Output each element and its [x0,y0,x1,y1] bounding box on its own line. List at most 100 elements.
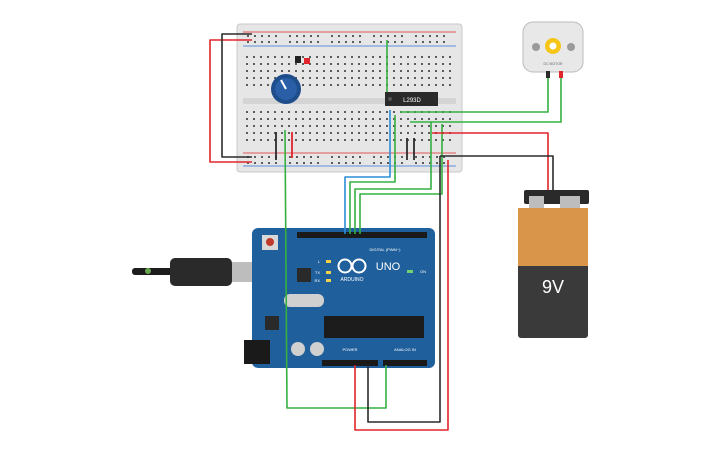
breadboard-hole[interactable] [442,118,444,120]
breadboard-hole[interactable] [372,139,374,141]
breadboard-hole[interactable] [386,111,388,113]
breadboard-hole[interactable] [331,35,333,37]
breadboard-hole[interactable] [372,125,374,127]
breadboard-hole[interactable] [365,139,367,141]
breadboard-hole[interactable] [351,84,353,86]
breadboard-hole[interactable] [365,63,367,65]
breadboard-hole[interactable] [302,56,304,58]
breadboard-hole[interactable] [443,35,445,37]
breadboard-hole[interactable] [344,77,346,79]
breadboard-hole[interactable] [421,125,423,127]
breadboard-hole[interactable] [379,118,381,120]
breadboard-hole[interactable] [393,132,395,134]
breadboard-hole[interactable] [330,70,332,72]
breadboard-hole[interactable] [330,111,332,113]
breadboard-hole[interactable] [443,162,445,164]
breadboard-hole[interactable] [309,111,311,113]
breadboard-hole[interactable] [288,118,290,120]
breadboard-hole[interactable] [260,111,262,113]
breadboard-hole[interactable] [449,118,451,120]
breadboard-hole[interactable] [359,41,361,43]
breadboard-hole[interactable] [436,156,438,158]
breadboard-hole[interactable] [316,139,318,141]
breadboard-hole[interactable] [323,56,325,58]
breadboard-hole[interactable] [330,63,332,65]
breadboard-hole[interactable] [254,162,256,164]
breadboard-hole[interactable] [373,156,375,158]
breadboard-hole[interactable] [337,118,339,120]
breadboard-hole[interactable] [281,118,283,120]
breadboard-hole[interactable] [260,139,262,141]
breadboard-hole[interactable] [379,70,381,72]
breadboard-hole[interactable] [393,77,395,79]
breadboard-hole[interactable] [436,35,438,37]
breadboard-hole[interactable] [393,63,395,65]
breadboard-hole[interactable] [422,162,424,164]
breadboard-hole[interactable] [331,156,333,158]
breadboard-hole[interactable] [414,132,416,134]
breadboard-hole[interactable] [358,56,360,58]
breadboard-hole[interactable] [337,111,339,113]
breadboard-hole[interactable] [435,139,437,141]
breadboard-hole[interactable] [379,56,381,58]
breadboard-hole[interactable] [421,84,423,86]
breadboard-hole[interactable] [386,125,388,127]
breadboard-hole[interactable] [428,77,430,79]
breadboard-hole[interactable] [365,70,367,72]
breadboard-hole[interactable] [338,35,340,37]
breadboard-hole[interactable] [386,139,388,141]
breadboard-hole[interactable] [414,139,416,141]
breadboard-hole[interactable] [337,56,339,58]
breadboard-hole[interactable] [316,56,318,58]
breadboard-hole[interactable] [316,111,318,113]
wire-green-d7[interactable] [359,124,443,234]
breadboard-hole[interactable] [365,132,367,134]
breadboard-hole[interactable] [436,41,438,43]
breadboard-hole[interactable] [442,84,444,86]
breadboard-hole[interactable] [337,77,339,79]
breadboard-hole[interactable] [288,132,290,134]
breadboard-hole[interactable] [400,70,402,72]
breadboard-hole[interactable] [415,162,417,164]
breadboard-hole[interactable] [281,139,283,141]
breadboard-hole[interactable] [246,84,248,86]
breadboard-hole[interactable] [338,156,340,158]
breadboard-hole[interactable] [351,132,353,134]
breadboard-hole[interactable] [289,35,291,37]
breadboard-hole[interactable] [309,84,311,86]
breadboard-hole[interactable] [323,77,325,79]
wire-battery-negative[interactable] [440,155,554,190]
breadboard-hole[interactable] [435,56,437,58]
breadboard-hole[interactable] [372,111,374,113]
breadboard-hole[interactable] [393,111,395,113]
breadboard-hole[interactable] [317,41,319,43]
breadboard-hole[interactable] [407,63,409,65]
breadboard-hole[interactable] [330,139,332,141]
breadboard-hole[interactable] [302,125,304,127]
breadboard-hole[interactable] [309,139,311,141]
breadboard-hole[interactable] [449,56,451,58]
breadboard-hole[interactable] [309,70,311,72]
breadboard-hole[interactable] [387,162,389,164]
breadboard-hole[interactable] [296,162,298,164]
breadboard-hole[interactable] [372,56,374,58]
breadboard-hole[interactable] [253,139,255,141]
breadboard-hole[interactable] [260,77,262,79]
breadboard-hole[interactable] [316,70,318,72]
breadboard-hole[interactable] [414,125,416,127]
breadboard-hole[interactable] [253,132,255,134]
breadboard-hole[interactable] [372,132,374,134]
breadboard-hole[interactable] [344,132,346,134]
breadboard-hole[interactable] [295,125,297,127]
breadboard-hole[interactable] [317,35,319,37]
breadboard-hole[interactable] [344,125,346,127]
breadboard-hole[interactable] [400,125,402,127]
breadboard-hole[interactable] [359,156,361,158]
breadboard-hole[interactable] [351,125,353,127]
breadboard-hole[interactable] [358,77,360,79]
breadboard-hole[interactable] [274,132,276,134]
breadboard-hole[interactable] [274,139,276,141]
breadboard-hole[interactable] [296,41,298,43]
breadboard-hole[interactable] [344,139,346,141]
breadboard-hole[interactable] [330,84,332,86]
